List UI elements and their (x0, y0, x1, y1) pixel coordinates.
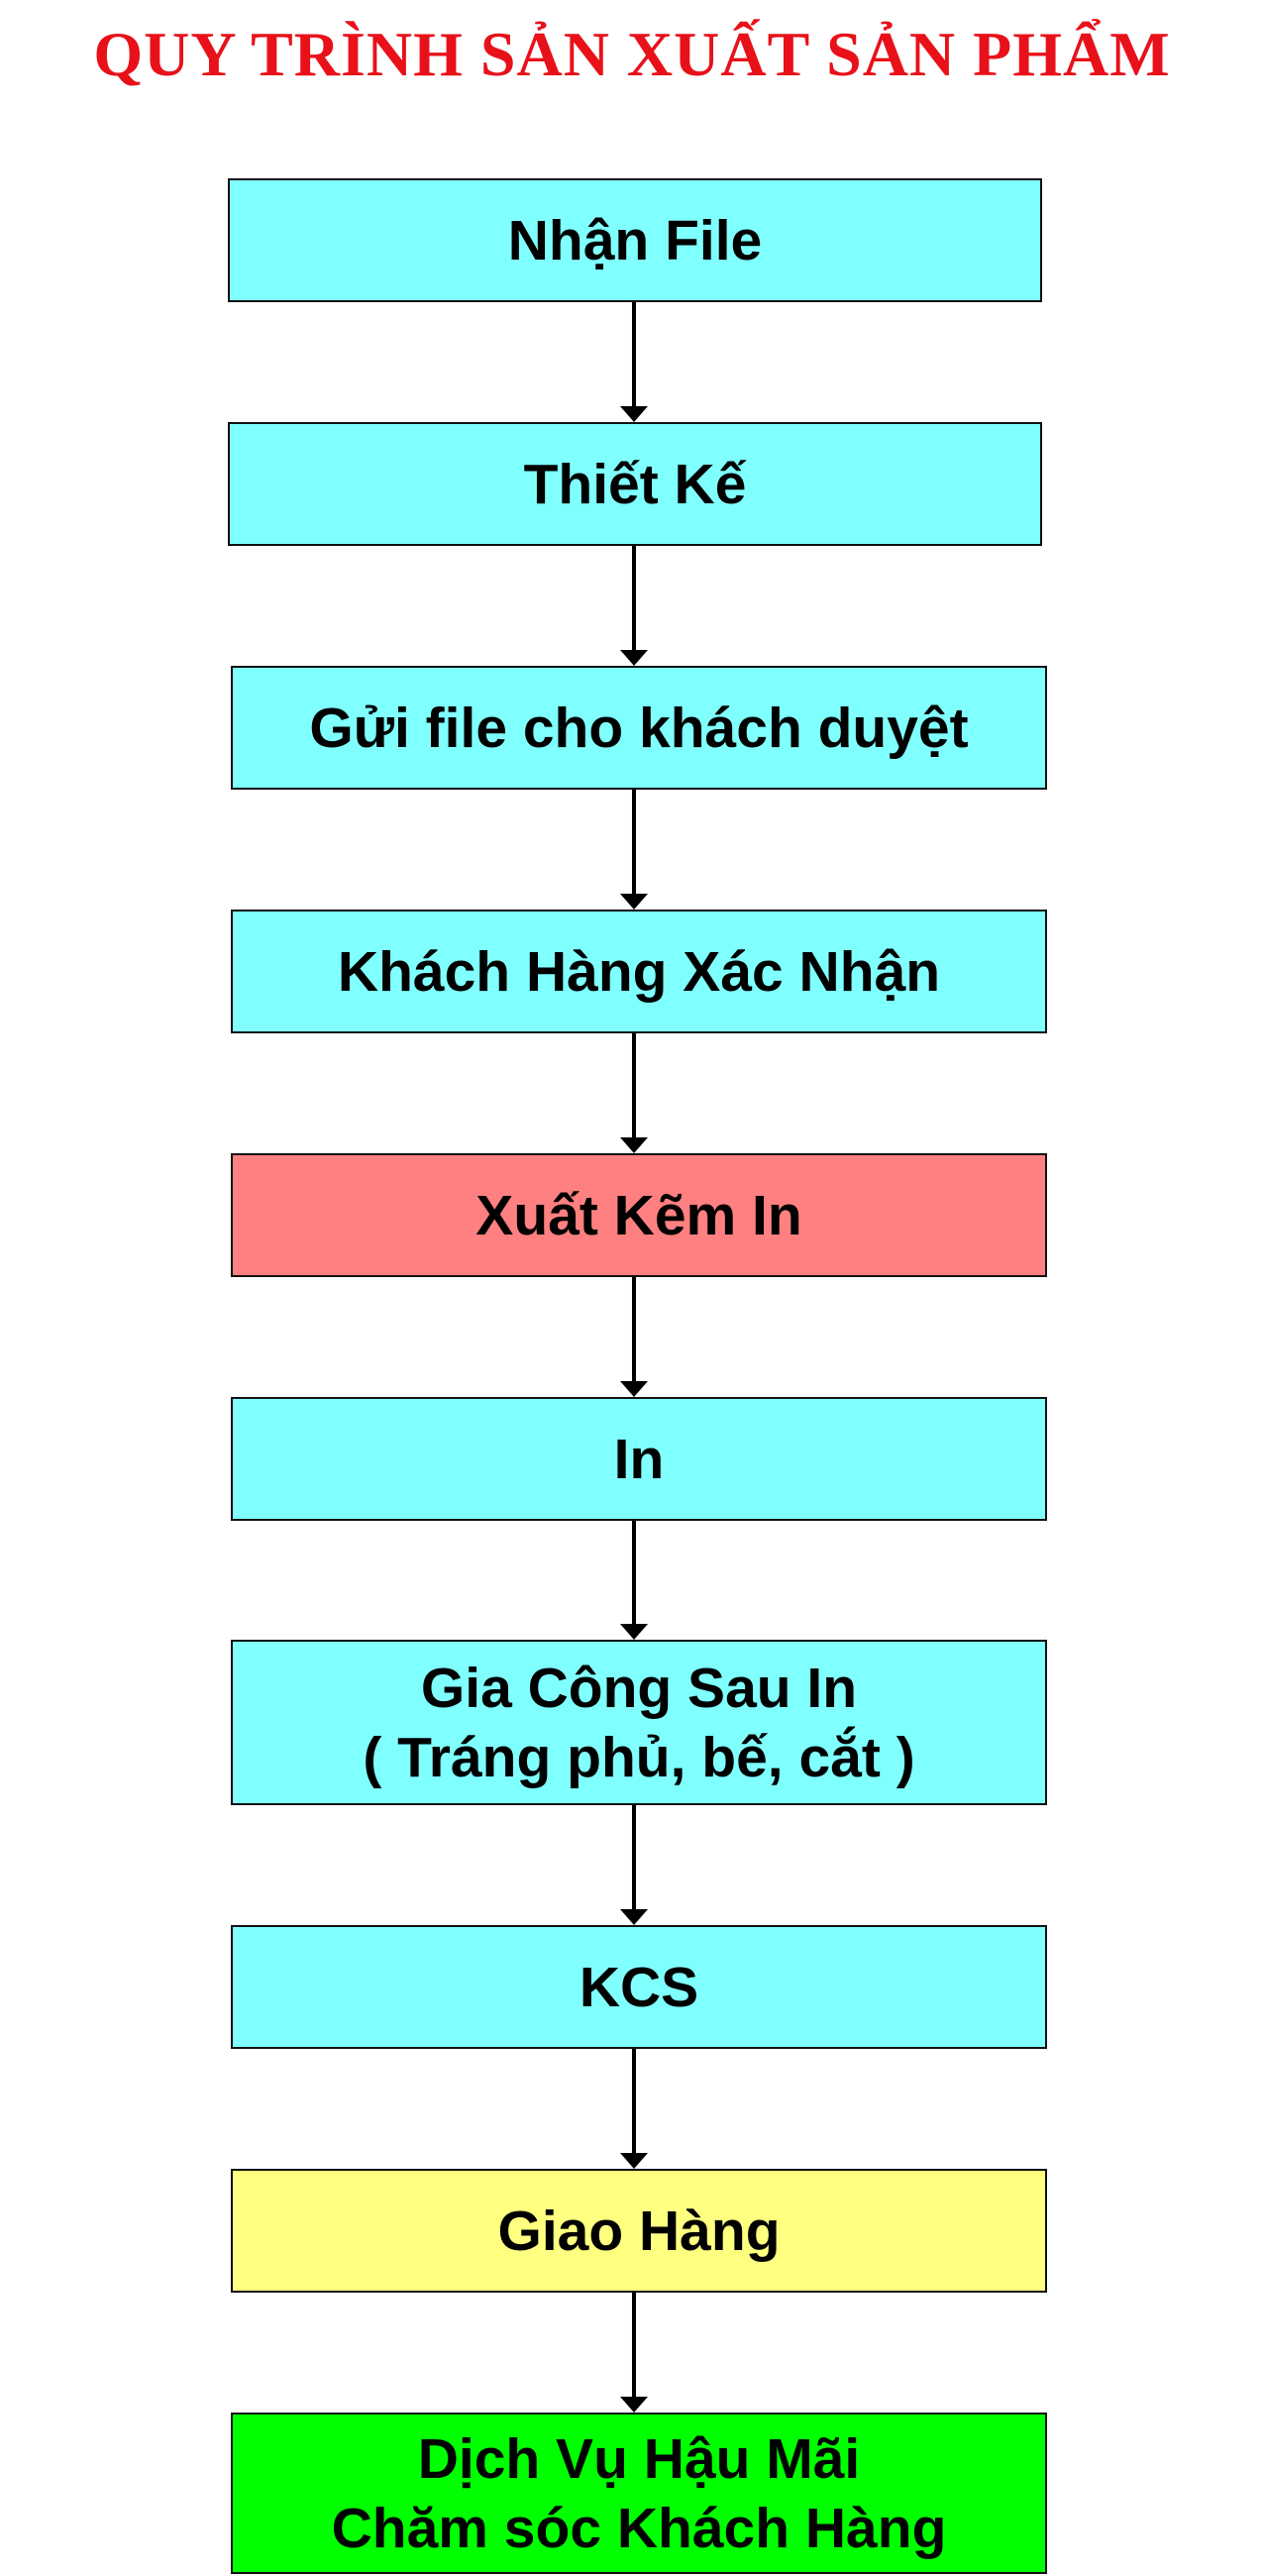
step-print: In (231, 1397, 1047, 1521)
step-label-line: Khách Hàng Xác Nhận (337, 939, 941, 1004)
step-delivery: Giao Hàng (231, 2169, 1047, 2293)
step-label-line: Xuất Kẽm In (475, 1183, 802, 1247)
flow-arrow-head (620, 894, 648, 910)
step-label-line: KCS (579, 1955, 699, 2019)
step-label-line: Nhận File (507, 208, 763, 272)
step-customer-confirm: Khách Hàng Xác Nhận (231, 910, 1047, 1033)
step-quality-control: KCS (231, 1925, 1047, 2049)
flow-arrow-head (620, 1381, 648, 1397)
step-plate-output: Xuất Kẽm In (231, 1153, 1047, 1277)
flow-arrow-head (620, 2397, 648, 2413)
step-label-line: Giao Hàng (497, 2199, 781, 2263)
flow-arrow-head (620, 1624, 648, 1640)
step-receive-file: Nhận File (228, 178, 1042, 302)
step-label-line: Chăm sóc Khách Hàng (331, 2496, 947, 2560)
flow-arrow-head (620, 1137, 648, 1153)
step-label-line: Gửi file cho khách duyệt (309, 696, 969, 760)
step-label-line: ( Tráng phủ, bế, cắt ) (363, 1725, 915, 1789)
flow-arrow-head (620, 1909, 648, 1925)
step-label-line: Thiết Kế (523, 452, 747, 516)
page-title: QUY TRÌNH SẢN XUẤT SẢN PHẨM (93, 19, 1171, 89)
step-design: Thiết Kế (228, 422, 1042, 546)
flow-arrow-head (620, 406, 648, 422)
step-send-for-approval: Gửi file cho khách duyệt (231, 666, 1047, 790)
step-label-line: In (613, 1427, 665, 1491)
step-label-line: Dịch Vụ Hậu Mãi (417, 2426, 861, 2491)
step-label-line: Gia Công Sau In (420, 1656, 858, 1720)
flow-arrow-head (620, 650, 648, 666)
step-post-print-processing: Gia Công Sau In( Tráng phủ, bế, cắt ) (231, 1640, 1047, 1805)
flow-arrow-head (620, 2153, 648, 2169)
